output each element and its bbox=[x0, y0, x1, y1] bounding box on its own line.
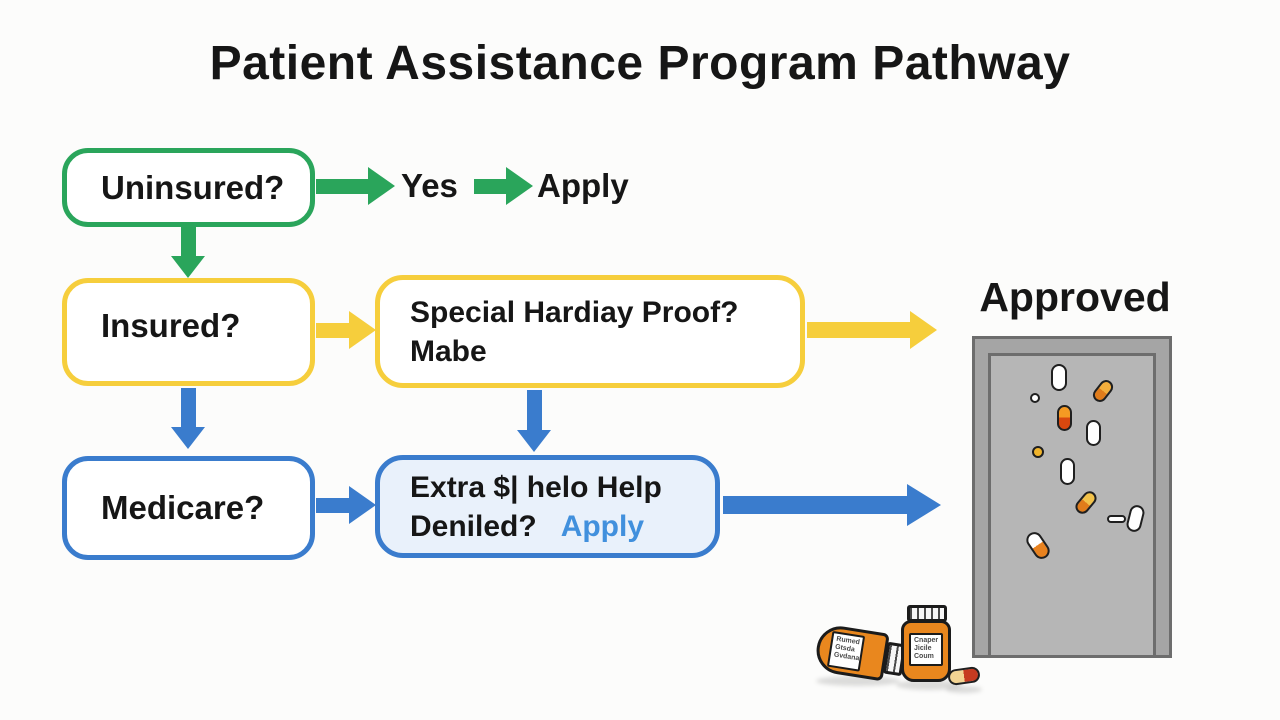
arrow-head bbox=[171, 256, 205, 278]
label-apply-top: Apply bbox=[537, 167, 629, 204]
arrow-head bbox=[506, 167, 533, 205]
node-medicare: Medicare? bbox=[62, 456, 315, 560]
arrow-special-to-extra bbox=[517, 390, 551, 452]
bottle-label-line: Coum bbox=[914, 653, 934, 660]
node-insured: Insured? bbox=[62, 278, 315, 386]
white-dash-pill-icon bbox=[1107, 515, 1126, 523]
node-extra-line2: Deniled? Apply bbox=[410, 507, 644, 546]
node-insured-label: Insured? bbox=[101, 307, 241, 344]
arrow-shaft bbox=[723, 496, 907, 514]
node-uninsured-label: Uninsured? bbox=[101, 168, 285, 206]
arrow-insured-to-special bbox=[316, 311, 376, 349]
arrow-shaft bbox=[316, 497, 349, 513]
node-extra-apply: Apply bbox=[560, 509, 645, 543]
bottle-label-line: Cnaper bbox=[914, 637, 939, 644]
white-pill-icon bbox=[1051, 364, 1067, 391]
arrow-head bbox=[349, 486, 376, 524]
arrow-yes-to-apply bbox=[474, 167, 533, 205]
yellow-dot-pill-icon bbox=[1032, 446, 1044, 458]
node-special-hardship: Special Hardiay Proof? Mabe bbox=[375, 275, 805, 388]
arrow-special-to-door bbox=[807, 311, 937, 349]
node-extra-denied: Deniled? bbox=[410, 509, 537, 543]
arrow-shaft bbox=[316, 178, 368, 194]
arrow-shaft bbox=[180, 223, 196, 256]
label-yes: Yes bbox=[401, 167, 458, 204]
node-extra-help: Extra $| helo Help Deniled? Apply bbox=[375, 455, 720, 558]
page-title: Patient Assistance Program Pathway bbox=[209, 37, 1071, 90]
node-special-line2: Mabe bbox=[410, 334, 487, 368]
pill-bottle-upright-icon: Cnaper Jicile Coum bbox=[901, 605, 953, 683]
arrow-uninsured-to-insured bbox=[171, 223, 205, 278]
arrow-uninsured-to-yes bbox=[316, 167, 395, 205]
node-special-line1: Special Hardiay Proof? bbox=[410, 295, 739, 329]
door-panel bbox=[988, 353, 1156, 658]
arrow-medicare-to-extra bbox=[316, 486, 376, 524]
arrow-head bbox=[517, 430, 551, 452]
node-medicare-label: Medicare? bbox=[101, 489, 265, 526]
arrow-shaft bbox=[180, 388, 196, 427]
bottle-label-line: Jicile bbox=[914, 645, 932, 652]
white-pill-icon bbox=[1086, 420, 1101, 446]
bottle-shadow bbox=[896, 680, 962, 690]
orange-pill-icon bbox=[1057, 405, 1072, 431]
arrow-shaft bbox=[526, 390, 542, 430]
bottle-shadow bbox=[816, 676, 900, 686]
white-pill-icon bbox=[1060, 458, 1075, 485]
bottle-label: Cnaper Jicile Coum bbox=[909, 633, 943, 666]
arrow-head bbox=[171, 427, 205, 449]
white-dot-pill-icon bbox=[1030, 393, 1040, 403]
arrow-head bbox=[368, 167, 395, 205]
arrow-shaft bbox=[316, 322, 349, 338]
approved-label: Approved bbox=[979, 274, 1171, 320]
node-uninsured: Uninsured? bbox=[62, 148, 315, 227]
arrow-head bbox=[349, 311, 376, 349]
arrow-shaft bbox=[807, 322, 910, 338]
arrow-head bbox=[907, 484, 941, 526]
bottle-label: Rumed Gtsda Gvdana bbox=[826, 630, 866, 672]
capsule-shadow bbox=[946, 686, 982, 693]
arrow-extra-to-door bbox=[723, 484, 941, 526]
arrow-shaft bbox=[474, 178, 506, 194]
arrow-head bbox=[910, 311, 937, 349]
arrow-insured-to-medicare bbox=[171, 388, 205, 449]
node-extra-line1: Extra $| helo Help bbox=[410, 470, 662, 504]
capsule-icon bbox=[947, 665, 981, 687]
